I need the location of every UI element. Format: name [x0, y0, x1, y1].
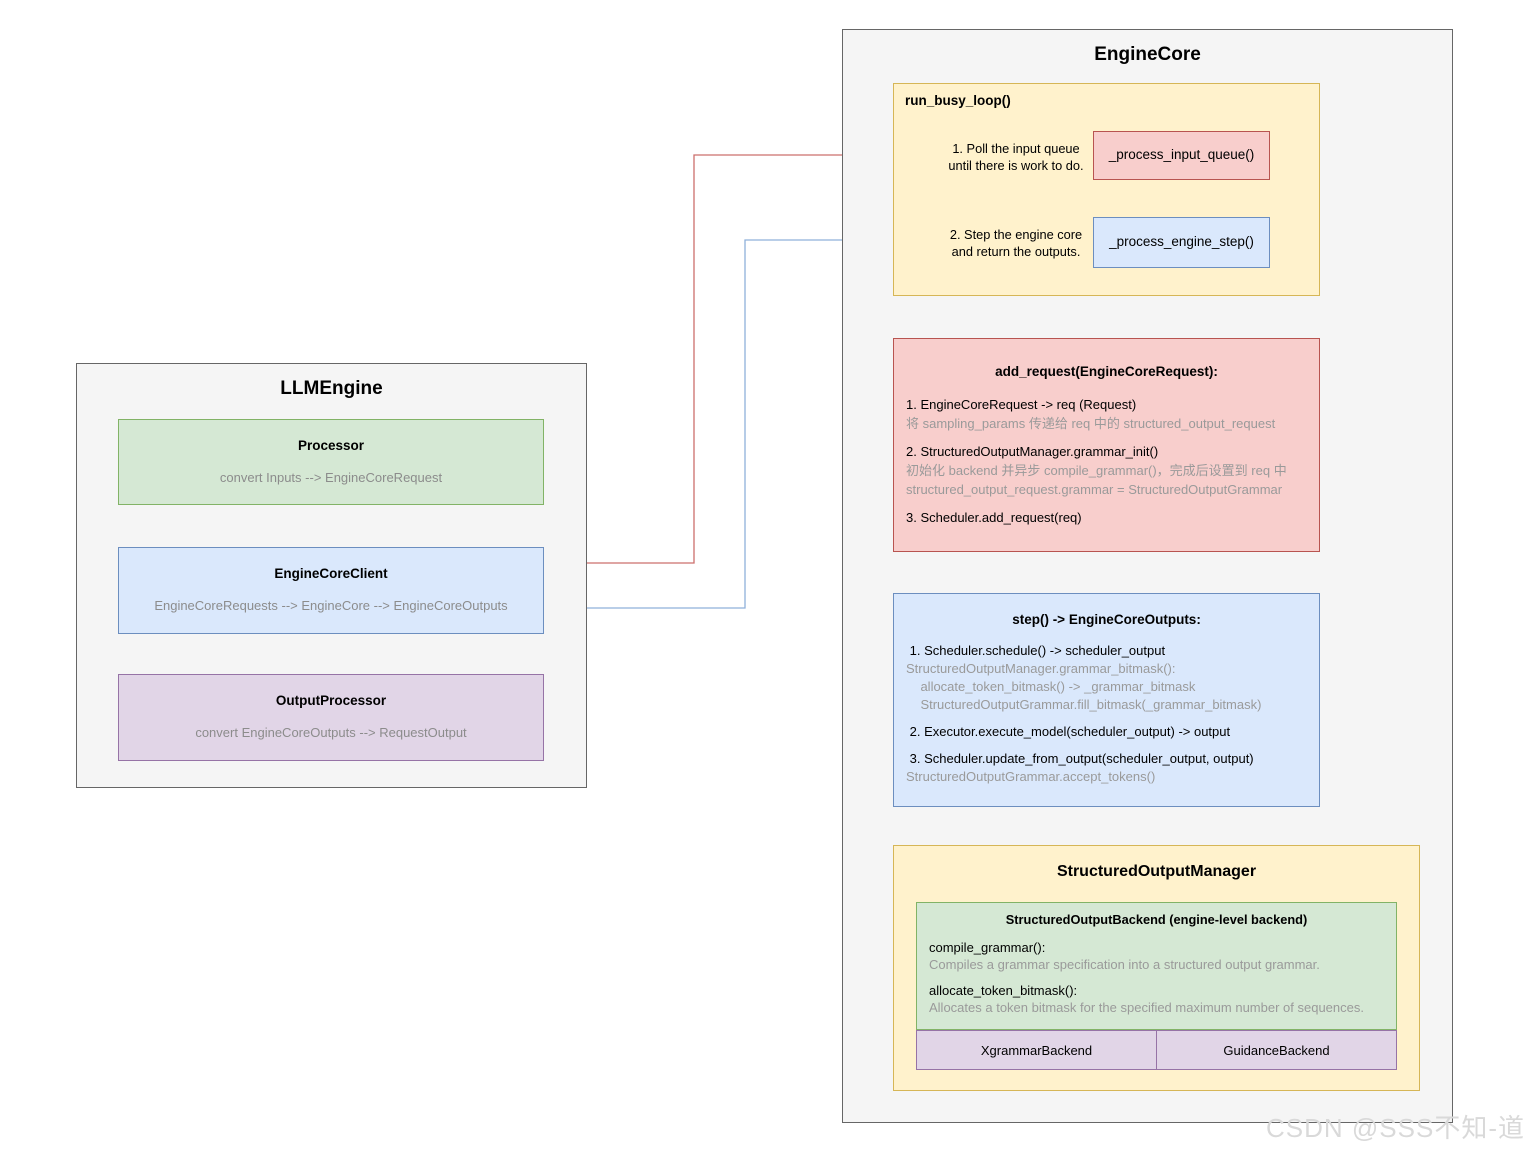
- step-line-8: StructuredOutputGrammar.accept_tokens(): [906, 769, 1156, 784]
- backend-line-4: Allocates a token bitmask for the specif…: [929, 1000, 1364, 1015]
- run-busy-loop-step1-line2: until there is work to do.: [948, 158, 1084, 173]
- node-guidance-backend[interactable]: GuidanceBackend: [1156, 1030, 1397, 1070]
- structured-output-backend-box: StructuredOutputBackend (engine-level ba…: [916, 902, 1397, 1030]
- enginecore-title: EngineCore: [1094, 44, 1201, 65]
- watermark: CSDN @SSS不知-道: [1266, 1113, 1525, 1143]
- structured-output-backend-title: StructuredOutputBackend (engine-level ba…: [1005, 912, 1308, 927]
- add-request-line-6: [906, 499, 1311, 508]
- add-request-box: add_request(EngineCoreRequest): 1. Engin…: [893, 338, 1320, 552]
- node-processor-subtitle: convert Inputs --> EngineCoreRequest: [219, 470, 443, 485]
- run-busy-loop-step1-line1: 1. Poll the input queue: [952, 141, 1080, 156]
- add-request-line-3: 2. StructuredOutputManager.grammar_init(…: [906, 444, 1159, 459]
- structured-output-backend-body: compile_grammar(): Compiles a grammar spe…: [929, 939, 1390, 1016]
- node-process-input-queue[interactable]: _process_input_queue(): [1093, 131, 1270, 180]
- add-request-title: add_request(EngineCoreRequest):: [995, 364, 1218, 379]
- node-outputprocessor[interactable]: OutputProcessor convert EngineCoreOutput…: [118, 674, 544, 761]
- step-line-5: 2. Executor.execute_model(scheduler_outp…: [906, 724, 1231, 739]
- backend-line-0: compile_grammar():: [929, 940, 1046, 955]
- node-xgrammar-backend[interactable]: XgrammarBackend: [916, 1030, 1157, 1070]
- node-processor[interactable]: Processor convert Inputs --> EngineCoreR…: [118, 419, 544, 505]
- node-enginecoreclient-title: EngineCoreClient: [274, 566, 388, 581]
- node-guidance-backend-label: GuidanceBackend: [1223, 1043, 1330, 1058]
- node-process-engine-step-label: _process_engine_step(): [1109, 234, 1254, 249]
- node-enginecoreclient-subtitle: EngineCoreRequests --> EngineCore --> En…: [154, 598, 508, 613]
- node-xgrammar-backend-label: XgrammarBackend: [980, 1043, 1093, 1058]
- add-request-line-4: 初始化 backend 并异步 compile_grammar()，完成后设置到…: [906, 463, 1287, 478]
- step-line-2: allocate_token_bitmask() -> _grammar_bit…: [906, 679, 1196, 694]
- node-process-input-queue-label: _process_input_queue(): [1108, 147, 1255, 162]
- step-box: step() -> EngineCoreOutputs: 1. Schedule…: [893, 593, 1320, 807]
- add-request-line-2: [906, 433, 1311, 442]
- add-request-line-5: structured_output_request.grammar = Stru…: [906, 482, 1283, 497]
- llmengine-title: LLMEngine: [280, 378, 383, 399]
- add-request-line-7: 3. Scheduler.add_request(req): [906, 510, 1082, 525]
- node-outputprocessor-subtitle: convert EngineCoreOutputs --> RequestOut…: [195, 725, 467, 740]
- run-busy-loop-step2-line1: 2. Step the engine core: [949, 227, 1083, 242]
- node-enginecoreclient[interactable]: EngineCoreClient EngineCoreRequests --> …: [118, 547, 544, 634]
- step-title: step() -> EngineCoreOutputs:: [1012, 612, 1201, 627]
- add-request-line-1: 将 sampling_params 传递给 req 中的 structured_…: [906, 416, 1276, 431]
- step-body: 1. Scheduler.schedule() -> scheduler_out…: [906, 642, 1311, 786]
- step-line-4: [906, 714, 1311, 723]
- node-process-engine-step[interactable]: _process_engine_step(): [1093, 217, 1270, 268]
- node-outputprocessor-title: OutputProcessor: [275, 693, 387, 708]
- step-line-1: StructuredOutputManager.grammar_bitmask(…: [906, 661, 1176, 676]
- backend-line-1: Compiles a grammar specification into a …: [929, 957, 1320, 972]
- step-line-6: [906, 741, 1311, 750]
- run-busy-loop-title: run_busy_loop(): [905, 93, 1011, 108]
- backend-line-3: allocate_token_bitmask():: [929, 983, 1078, 998]
- backend-line-2: [929, 973, 1390, 982]
- step-line-3: StructuredOutputGrammar.fill_bitmask(_gr…: [906, 697, 1262, 712]
- step-line-7: 3. Scheduler.update_from_output(schedule…: [906, 751, 1254, 766]
- add-request-line-0: 1. EngineCoreRequest -> req (Request): [906, 397, 1137, 412]
- add-request-body: 1. EngineCoreRequest -> req (Request) 将 s…: [906, 395, 1311, 527]
- structured-output-manager-title: StructuredOutputManager: [1056, 863, 1257, 880]
- node-processor-title: Processor: [297, 438, 365, 453]
- run-busy-loop-step2-line2: and return the outputs.: [951, 244, 1081, 259]
- step-line-0: 1. Scheduler.schedule() -> scheduler_out…: [906, 643, 1166, 658]
